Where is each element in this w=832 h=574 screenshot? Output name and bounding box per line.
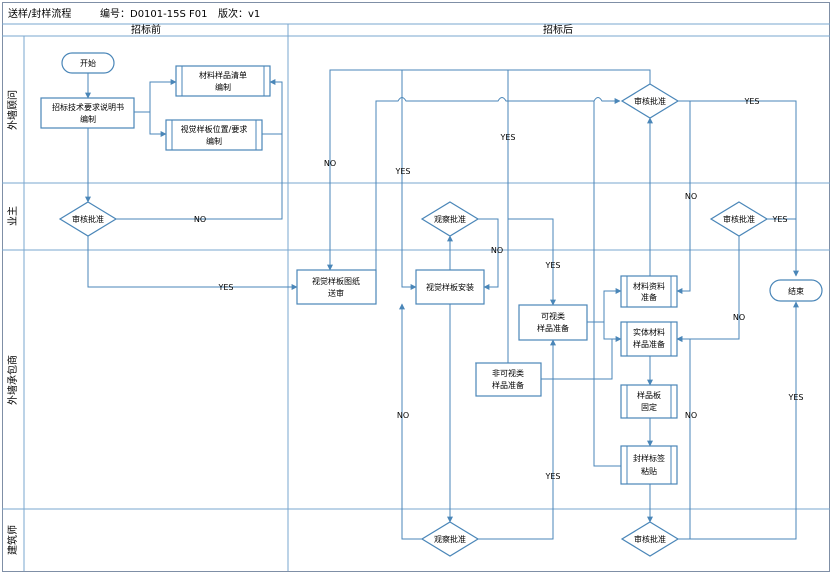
sample-fix-label-2: 固定 [641,402,657,412]
column-header-pre-tender: 招标前 [131,23,161,36]
physical-sample-label-2: 样品准备 [633,339,665,349]
edge-invisible-to-physical [541,339,613,380]
edge-consultant-yes-to-end [678,100,799,277]
edge-owner-approve-no [116,79,283,220]
architect-approve-label: 审核批准 [634,534,666,544]
column-header-post-tender: 招标后 [543,23,573,36]
end-node[interactable]: 结束 [769,279,823,302]
lane-label-facade-contractor: 外墙承包商 [6,355,19,405]
owner-approve-2-label: 审核批准 [723,214,755,224]
edge-label-observe-owner-yes: YES [544,261,560,270]
edge-visible-to-physical [603,322,622,342]
edge-label-consultant-no-2: NO [685,192,697,201]
edge-visual-drawing-to-consultant [375,97,621,287]
edge-label-owner2-no: NO [733,313,745,322]
edge-label-consultant-yes-3: YES [743,97,759,106]
edge-label-owner-no: NO [194,215,206,224]
owner-approve-decision[interactable]: 审核批准 [58,201,118,237]
edge-observe-owner-yes [508,218,556,306]
physical-sample-node[interactable]: 实体材料 样品准备 [620,321,678,357]
material-data-label-2: 准备 [641,292,657,302]
edge-label-owner2-yes: YES [771,215,787,224]
invisible-sample-label-2: 样品准备 [492,380,524,390]
owner-approve-2-decision[interactable]: 审核批准 [709,201,769,237]
edge-seal-to-consultant [593,101,621,467]
edge-visible-to-material-data [587,288,622,323]
invisible-sample-label-1: 非可视类 [492,368,524,378]
edge-observe-arch-no [399,303,422,540]
edge-label-consultant-yes-1: YES [394,167,410,176]
observe-architect-label: 观察批准 [434,534,466,544]
diagram-title: 送样/封样流程 [8,7,71,20]
seal-label-node[interactable]: 封样标签 粘贴 [620,445,678,485]
visual-drawing-label-1: 视觉样板图纸 [312,276,360,286]
material-list-node[interactable]: 材料样品清单 编制 [175,65,271,97]
material-data-label-1: 材料资料 [633,281,665,291]
consultant-approve-label: 审核批准 [634,96,666,106]
edge-consultant-yes-to-install [401,70,417,290]
edge-label-arch-approve-no: NO [685,411,697,420]
tech-requirement-label-1: 招标技术要求说明书 [52,102,124,112]
edge-label-observe-owner-no: NO [491,246,503,255]
architect-approve-decision[interactable]: 审核批准 [620,521,680,557]
edge-consultant-no-to-drawing [327,69,651,271]
edge-label-consultant-no-1: NO [324,159,336,168]
start-node[interactable]: 开始 [61,52,115,74]
start-label: 开始 [80,58,96,68]
edge-label-consultant-yes-2: YES [499,133,515,142]
visual-drawing-node[interactable]: 视觉样板图纸 送审 [296,269,377,305]
invisible-sample-node[interactable]: 非可视类 样品准备 [475,362,542,397]
visual-install-label: 视觉样板安装 [426,282,474,292]
visual-install-node[interactable]: 视觉样板安装 [415,269,485,305]
observe-owner-label: 观察批准 [434,214,466,224]
material-list-label-1: 材料样品清单 [199,70,247,80]
edge-owner-approve-yes [87,236,298,290]
visual-position-node[interactable]: 视觉样板位置/要求 编制 [165,119,263,151]
seal-label-label-2: 粘贴 [641,466,657,476]
edge-tech-req-to-visual-pos [149,112,167,137]
physical-sample-label-1: 实体材料 [633,327,665,337]
seal-label-label-1: 封样标签 [633,453,665,463]
owner-approve-label: 审核批准 [72,214,104,224]
edge-label-observe-arch-yes: YES [544,472,560,481]
edge-label-arch-approve-yes: YES [787,393,803,402]
edge-label-observe-arch-no: NO [397,411,409,420]
consultant-approve-decision[interactable]: 审核批准 [620,83,680,119]
observe-architect-decision[interactable]: 观察批准 [420,521,480,557]
lane-label-architect: 建筑师 [6,525,19,555]
observe-owner-decision[interactable]: 观察批准 [420,201,480,237]
tech-requirement-node[interactable]: 招标技术要求说明书 编制 [40,97,135,129]
edge-arch-approve-yes [678,301,799,540]
end-label: 结束 [788,286,804,296]
material-data-node[interactable]: 材料资料 准备 [620,275,678,308]
document-version: 版次：v1 [218,7,260,20]
document-code: 编号：D0101-15S F01 [100,7,208,20]
lane-label-owner: 业主 [7,206,19,226]
edge-owner-approve2-no [676,236,740,342]
material-list-label-2: 编制 [215,82,231,92]
visual-position-label-1: 视觉样板位置/要求 [181,124,248,134]
visible-sample-label-1: 可视类 [541,311,565,321]
visible-sample-node[interactable]: 可视类 样品准备 [518,304,588,341]
tech-requirement-label-2: 编制 [80,114,96,124]
visual-position-label-2: 编制 [206,136,222,146]
sample-fix-label-1: 样品板 [637,390,661,400]
sample-fix-node[interactable]: 样品板 固定 [620,384,678,419]
edge-label-owner-yes: YES [217,283,233,292]
edge-tech-req-to-material-list [134,79,177,113]
lane-label-facade-consultant: 外墙顾问 [6,90,19,130]
visual-drawing-label-2: 送审 [328,288,344,298]
edge-observe-owner-no [478,218,499,290]
visible-sample-label-2: 样品准备 [537,323,569,333]
edge-observe-arch-yes [478,339,556,540]
